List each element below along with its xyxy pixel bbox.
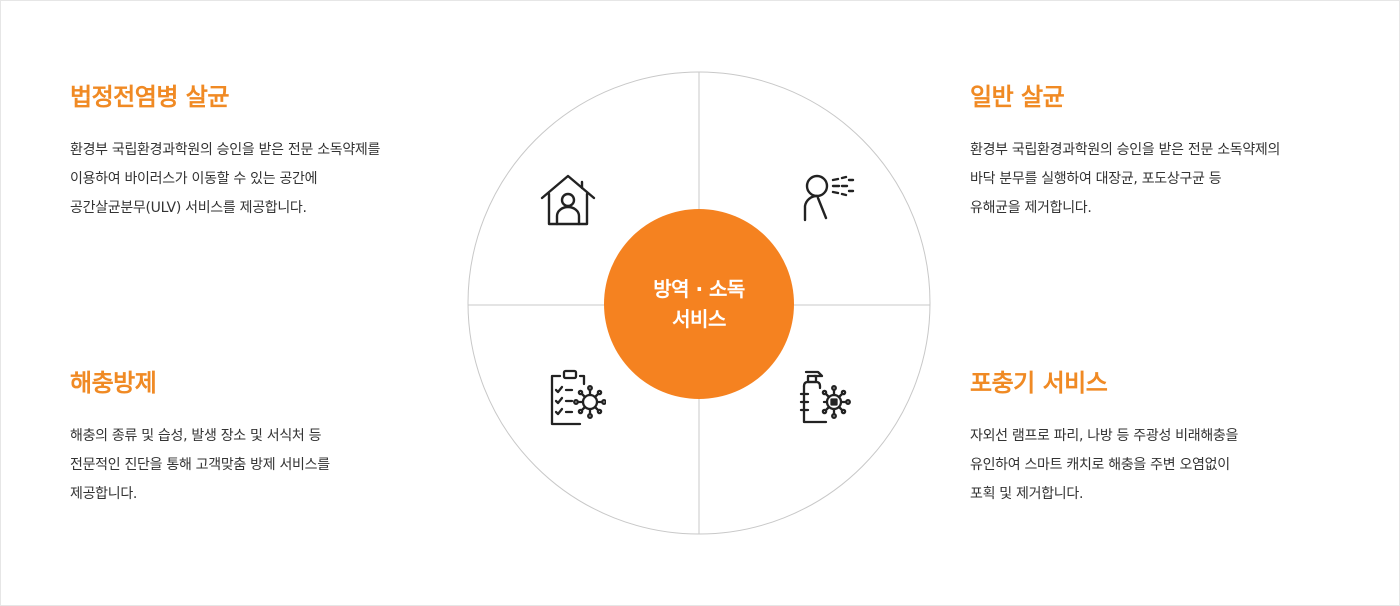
service-block-insect-trap: 포충기 서비스 자외선 램프로 파리, 나방 등 주광성 비래해충을 유인하여 … [970,368,1238,509]
service-title: 해충방제 [70,369,157,397]
service-block-legal-disinfection: 법정전염병 살균 환경부 국립환경과학원의 승인을 받은 전문 소독약제를 이용… [70,82,380,223]
center-title-line: 방역 · 소독 [653,277,745,301]
service-title: 법정전염병 살균 [70,83,229,111]
spray-bottle-virus-icon [799,370,851,424]
description-line: 유인하여 스마트 캐치로 해충을 주변 오염없이 [970,457,1230,473]
service-description: 해충의 종류 및 습성, 발생 장소 및 서식처 등 전문적인 진단을 통해 고… [70,422,330,509]
description-line: 이용하여 바이러스가 이동할 수 있는 공간에 [70,171,318,187]
description-line: 환경부 국립환경과학원의 승인을 받은 전문 소독약제를 [70,142,381,158]
description-line: 바닥 분무를 실행하여 대장균, 포도상구균 등 [970,171,1222,187]
description-line: 환경부 국립환경과학원의 승인을 받은 전문 소독약제의 [970,142,1281,158]
description-line: 유해균을 제거합니다. [970,200,1092,216]
description-line: 제공합니다. [70,486,138,502]
description-line: 전문적인 진단을 통해 고객맞춤 방제 서비스를 [70,457,330,473]
clipboard-virus-icon [550,369,606,426]
description-line: 공간살균분무(ULV) 서비스를 제공합니다. [70,200,307,216]
person-spray-icon [803,174,855,222]
description-line: 포획 및 제거합니다. [970,486,1084,502]
center-circle: 방역 · 소독 서비스 [604,209,794,399]
service-description: 환경부 국립환경과학원의 승인을 받은 전문 소독약제를 이용하여 바이러스가 … [70,136,380,223]
service-block-pest-control: 해충방제 해충의 종류 및 습성, 발생 장소 및 서식처 등 전문적인 진단을… [70,368,330,509]
service-title: 일반 살균 [970,83,1065,111]
service-description: 환경부 국립환경과학원의 승인을 받은 전문 소독약제의 바닥 분무를 실행하여… [970,136,1280,223]
service-description: 자외선 램프로 파리, 나방 등 주광성 비래해충을 유인하여 스마트 캐치로 … [970,422,1238,509]
center-title-line: 서비스 [672,307,726,331]
service-block-general-disinfection: 일반 살균 환경부 국립환경과학원의 승인을 받은 전문 소독약제의 바닥 분무… [970,82,1280,223]
service-title: 포충기 서비스 [970,369,1108,397]
description-line: 해충의 종류 및 습성, 발생 장소 및 서식처 등 [70,428,322,444]
description-line: 자외선 램프로 파리, 나방 등 주광성 비래해충을 [970,428,1239,444]
house-person-icon [540,174,596,226]
